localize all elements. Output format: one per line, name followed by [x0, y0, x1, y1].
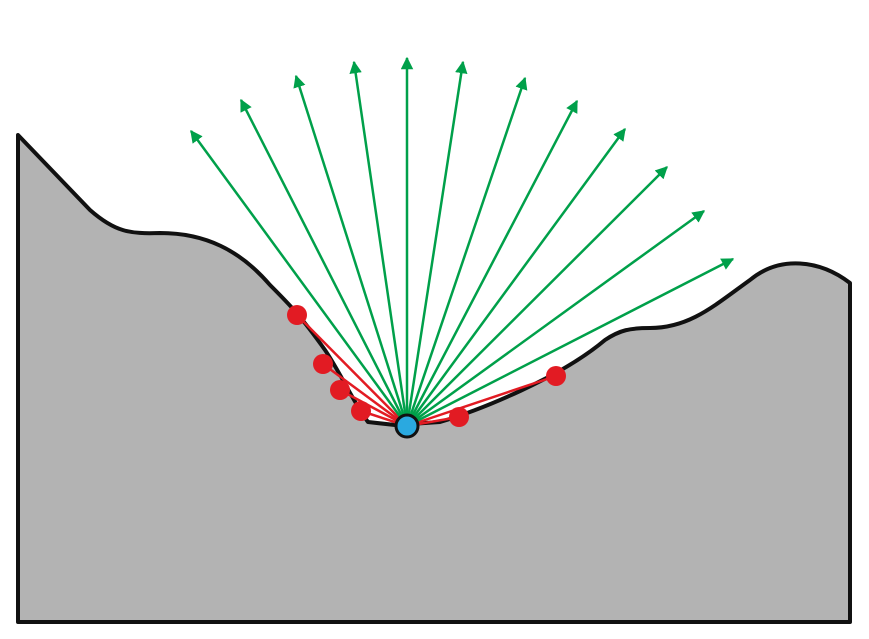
occluder-line: [339, 388, 408, 428]
green-arrow-icon: [239, 98, 409, 427]
green-arrow-icon: [189, 129, 409, 427]
red-dot-icon: [287, 305, 307, 325]
occluder-line: [406, 374, 557, 428]
red-dot-icon: [330, 380, 350, 400]
occluder-dots: [287, 305, 566, 427]
green-arrow-icon: [405, 76, 528, 427]
red-dot-icon: [546, 366, 566, 386]
green-arrow-icon: [406, 166, 668, 427]
green-arrow-icon: [406, 257, 735, 428]
red-dot-icon: [313, 354, 333, 374]
occluder-line: [296, 314, 408, 427]
green-arrow-icon: [405, 99, 579, 427]
green-arrow-icon: [405, 60, 468, 427]
green-arrow-icon: [406, 209, 706, 428]
green-arrow-icon: [349, 60, 409, 427]
red-dot-icon: [351, 401, 371, 421]
terrain-profile: [16, 133, 852, 624]
visibility-rays: [189, 56, 735, 428]
occluder-line: [322, 362, 408, 428]
red-dot-icon: [449, 407, 469, 427]
green-arrow-icon: [293, 74, 409, 427]
sample-point-icon: [394, 413, 420, 439]
occluder-lines: [296, 314, 557, 428]
green-arrow-icon: [405, 127, 627, 427]
